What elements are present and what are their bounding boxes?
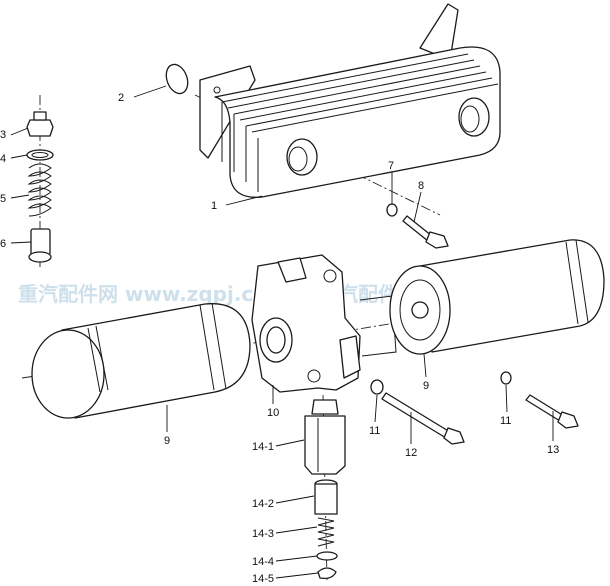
callout-7: 7 <box>388 160 394 172</box>
leader-lines <box>10 85 554 579</box>
filter-head-slot <box>277 257 307 283</box>
leader-4 <box>10 154 28 159</box>
leader-1 <box>225 195 263 206</box>
callout-14-4: 14-4 <box>252 556 274 568</box>
cooler-fin-3 <box>233 65 481 115</box>
callout-11-right: 11 <box>500 415 511 427</box>
cooler-fin-2 <box>227 59 475 109</box>
callout-9-left: 9 <box>164 435 170 447</box>
leader-6 <box>10 241 32 244</box>
cooler-bolt-hole <box>213 86 221 94</box>
relief-spring <box>317 517 335 547</box>
filter-head <box>251 254 397 393</box>
plug-screw-head <box>33 111 47 121</box>
callout-9-right: 9 <box>423 380 429 392</box>
callout-13: 13 <box>547 444 559 456</box>
cooler-body <box>214 46 501 198</box>
valve-piston <box>30 228 51 256</box>
o-ring <box>165 63 189 95</box>
cooler-fin-5 <box>245 77 493 127</box>
filter-left-body <box>61 303 251 419</box>
oil-filter-left <box>31 302 251 419</box>
filter-right-body <box>419 239 605 353</box>
relief-washer <box>316 551 338 561</box>
sealing-washer-inner <box>31 152 49 158</box>
bolt-12-head <box>443 427 465 445</box>
filter-head-nipple <box>266 326 286 354</box>
callout-10: 10 <box>267 407 279 419</box>
oil-cooler <box>199 3 501 198</box>
callout-12: 12 <box>405 447 417 459</box>
valve-piston-base <box>28 251 52 263</box>
callout-5: 5 <box>0 193 6 205</box>
leader-11b <box>505 384 508 413</box>
callout-3: 3 <box>0 129 6 141</box>
bolt-12 <box>381 392 465 445</box>
cooler-fin-4 <box>239 71 487 121</box>
callout-6: 6 <box>0 238 6 250</box>
relief-piston <box>314 483 338 515</box>
leader-11a <box>374 394 378 423</box>
relief-fitting-top <box>311 399 339 415</box>
bolt-8-head <box>425 231 449 249</box>
filter-left-ribs <box>87 325 109 393</box>
bolt-13-shank <box>525 394 565 422</box>
leader-14-5 <box>275 572 319 579</box>
filter-right-ring <box>399 279 441 341</box>
filter-head-tab <box>339 335 361 379</box>
leader-14-2 <box>275 495 315 504</box>
leader-9b <box>423 353 427 378</box>
leader-5 <box>10 194 30 199</box>
washer-11-left <box>370 379 384 395</box>
relief-housing <box>304 415 346 475</box>
filter-head-hole-bottom <box>307 369 321 383</box>
callout-1: 1 <box>211 200 217 212</box>
leader-3 <box>10 127 29 136</box>
leader-14-4 <box>275 555 318 562</box>
cooler-fin-6 <box>251 83 499 133</box>
filter-right-center <box>411 301 429 319</box>
cooler-port-right-inner <box>460 105 480 133</box>
washer-7 <box>386 203 398 217</box>
cooler-fin-1 <box>221 53 469 103</box>
callout-14-2: 14-2 <box>252 498 274 510</box>
leader-14-3 <box>275 526 318 534</box>
bolt-8 <box>402 215 449 249</box>
valve-spring <box>27 163 52 217</box>
bolt-12-shank <box>381 392 451 439</box>
leader-8 <box>413 191 422 223</box>
oil-filter-right <box>389 239 605 355</box>
cooler-fin-edges <box>221 102 259 192</box>
washer-11-right <box>500 371 512 385</box>
callout-14-1: 14-1 <box>252 441 274 453</box>
relief-valve-assembly <box>304 399 346 580</box>
callout-14-5: 14-5 <box>252 573 274 585</box>
callouts: 1 2 3 4 5 6 7 8 9 9 10 11 11 12 13 14-1 … <box>0 92 559 585</box>
callout-2: 2 <box>118 92 124 104</box>
cooler-port-left-inner <box>288 146 308 172</box>
filter-right-ribs <box>565 239 589 325</box>
relief-circlip <box>317 567 337 580</box>
leader-14-1 <box>275 439 305 447</box>
filter-head-hole-top <box>323 269 337 283</box>
bolt-13 <box>525 394 579 429</box>
callout-14-3: 14-3 <box>252 528 274 540</box>
filter-left-seams <box>199 302 227 391</box>
bolt-13-head <box>557 411 579 429</box>
plug-screw <box>26 119 54 137</box>
sealing-washer <box>26 149 54 161</box>
watermark-text-1: 重汽配件网 www.zqpj.com <box>18 282 288 306</box>
callout-4: 4 <box>0 153 6 165</box>
callout-8: 8 <box>418 180 424 192</box>
callout-11-left: 11 <box>369 425 380 437</box>
leader-2 <box>133 85 167 98</box>
filter-left-end <box>31 329 105 419</box>
